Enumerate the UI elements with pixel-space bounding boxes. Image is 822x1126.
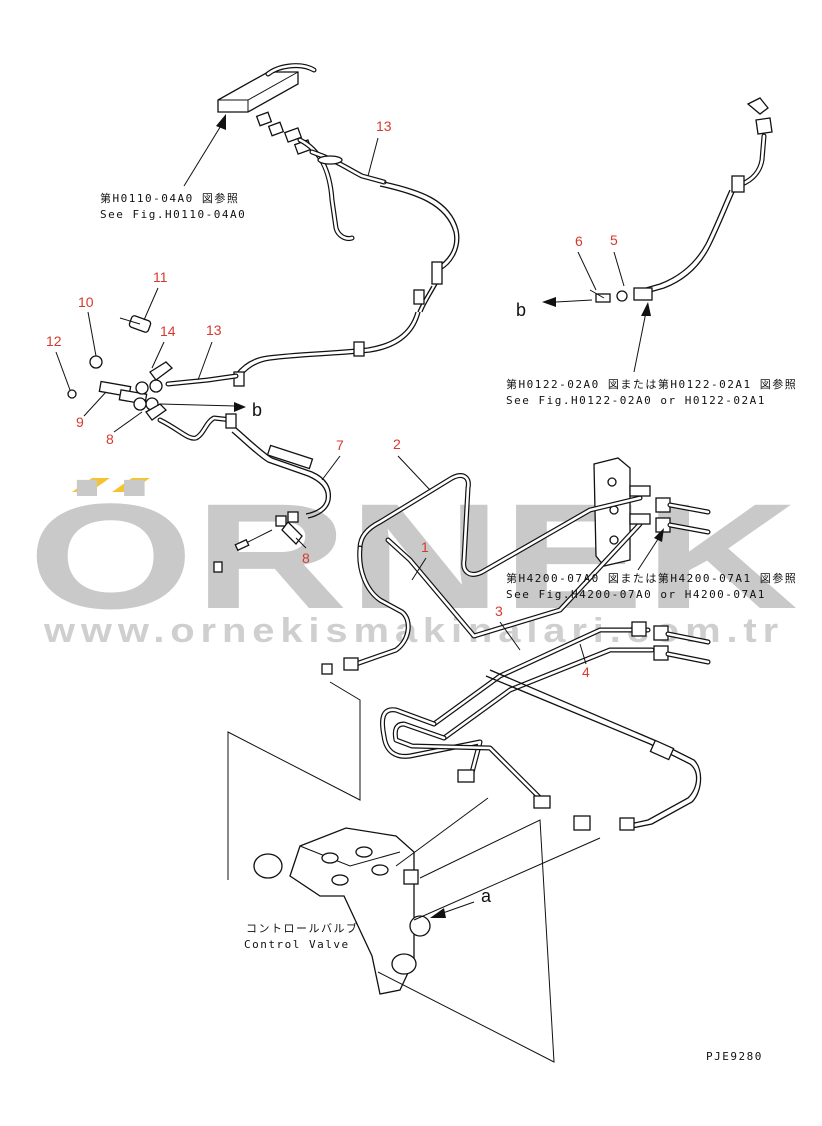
part-number-3: 3 [495, 603, 503, 619]
part-number-8-upper: 8 [106, 431, 114, 447]
letter-b-right: b [516, 300, 526, 320]
control-valve-label-en: Control Valve [244, 938, 350, 951]
ref-1-jp: 第H0110-04A0 図参照 [100, 191, 239, 205]
number-leaders [55, 137, 625, 665]
part-number-2: 2 [393, 436, 401, 452]
ref-3-en: See Fig.H4200-07A0 or H4200-07A1 [506, 588, 766, 601]
reference-texts: 第H0110-04A0 図参照 See Fig.H0110-04A0 第H012… [100, 191, 797, 1063]
part-number-6: 6 [575, 233, 583, 249]
part-number-9: 9 [76, 414, 84, 430]
part-number-1: 1 [421, 539, 429, 555]
part-number-13-lower: 13 [206, 322, 222, 338]
part-number-13-upper: 13 [376, 118, 392, 134]
watermark-url: www.ornekismakinalari.com.tr [43, 612, 784, 650]
part-number-8-lower: 8 [302, 550, 310, 566]
part-number-5: 5 [610, 232, 618, 248]
ref-3-jp: 第H4200-07A0 図または第H4200-07A1 図参照 [506, 571, 797, 585]
watermark-umlaut-right [112, 478, 150, 492]
control-valve [227, 681, 601, 1063]
ref-2-jp: 第H0122-02A0 図または第H0122-02A1 図参照 [506, 377, 797, 391]
part-number-10: 10 [78, 294, 94, 310]
part-number-7: 7 [336, 437, 344, 453]
letter-b-left: b [252, 400, 262, 420]
drawing-code: PJE9280 [706, 1050, 763, 1063]
upper-pipe-assembly [217, 63, 460, 387]
letter-a: a [481, 886, 492, 906]
part-number-12: 12 [46, 333, 62, 349]
upper-right-assembly [542, 97, 773, 373]
part-number-11: 11 [153, 269, 168, 285]
control-valve-label-jp: コントロールバルブ [246, 921, 359, 935]
ref-1-en: See Fig.H0110-04A0 [100, 208, 246, 221]
watermark-umlaut-left [72, 478, 110, 492]
part-number-4: 4 [582, 664, 590, 680]
left-fitting-cluster [67, 315, 246, 441]
center-pipe-assembly [321, 457, 711, 831]
part-number-labels: 1 2 3 4 5 6 7 8 8 9 10 11 12 13 13 14 [46, 118, 618, 680]
part-number-14: 14 [160, 323, 176, 339]
ref-2-en: See Fig.H0122-02A0 or H0122-02A1 [506, 394, 766, 407]
letter-labels: a b b [252, 300, 526, 906]
